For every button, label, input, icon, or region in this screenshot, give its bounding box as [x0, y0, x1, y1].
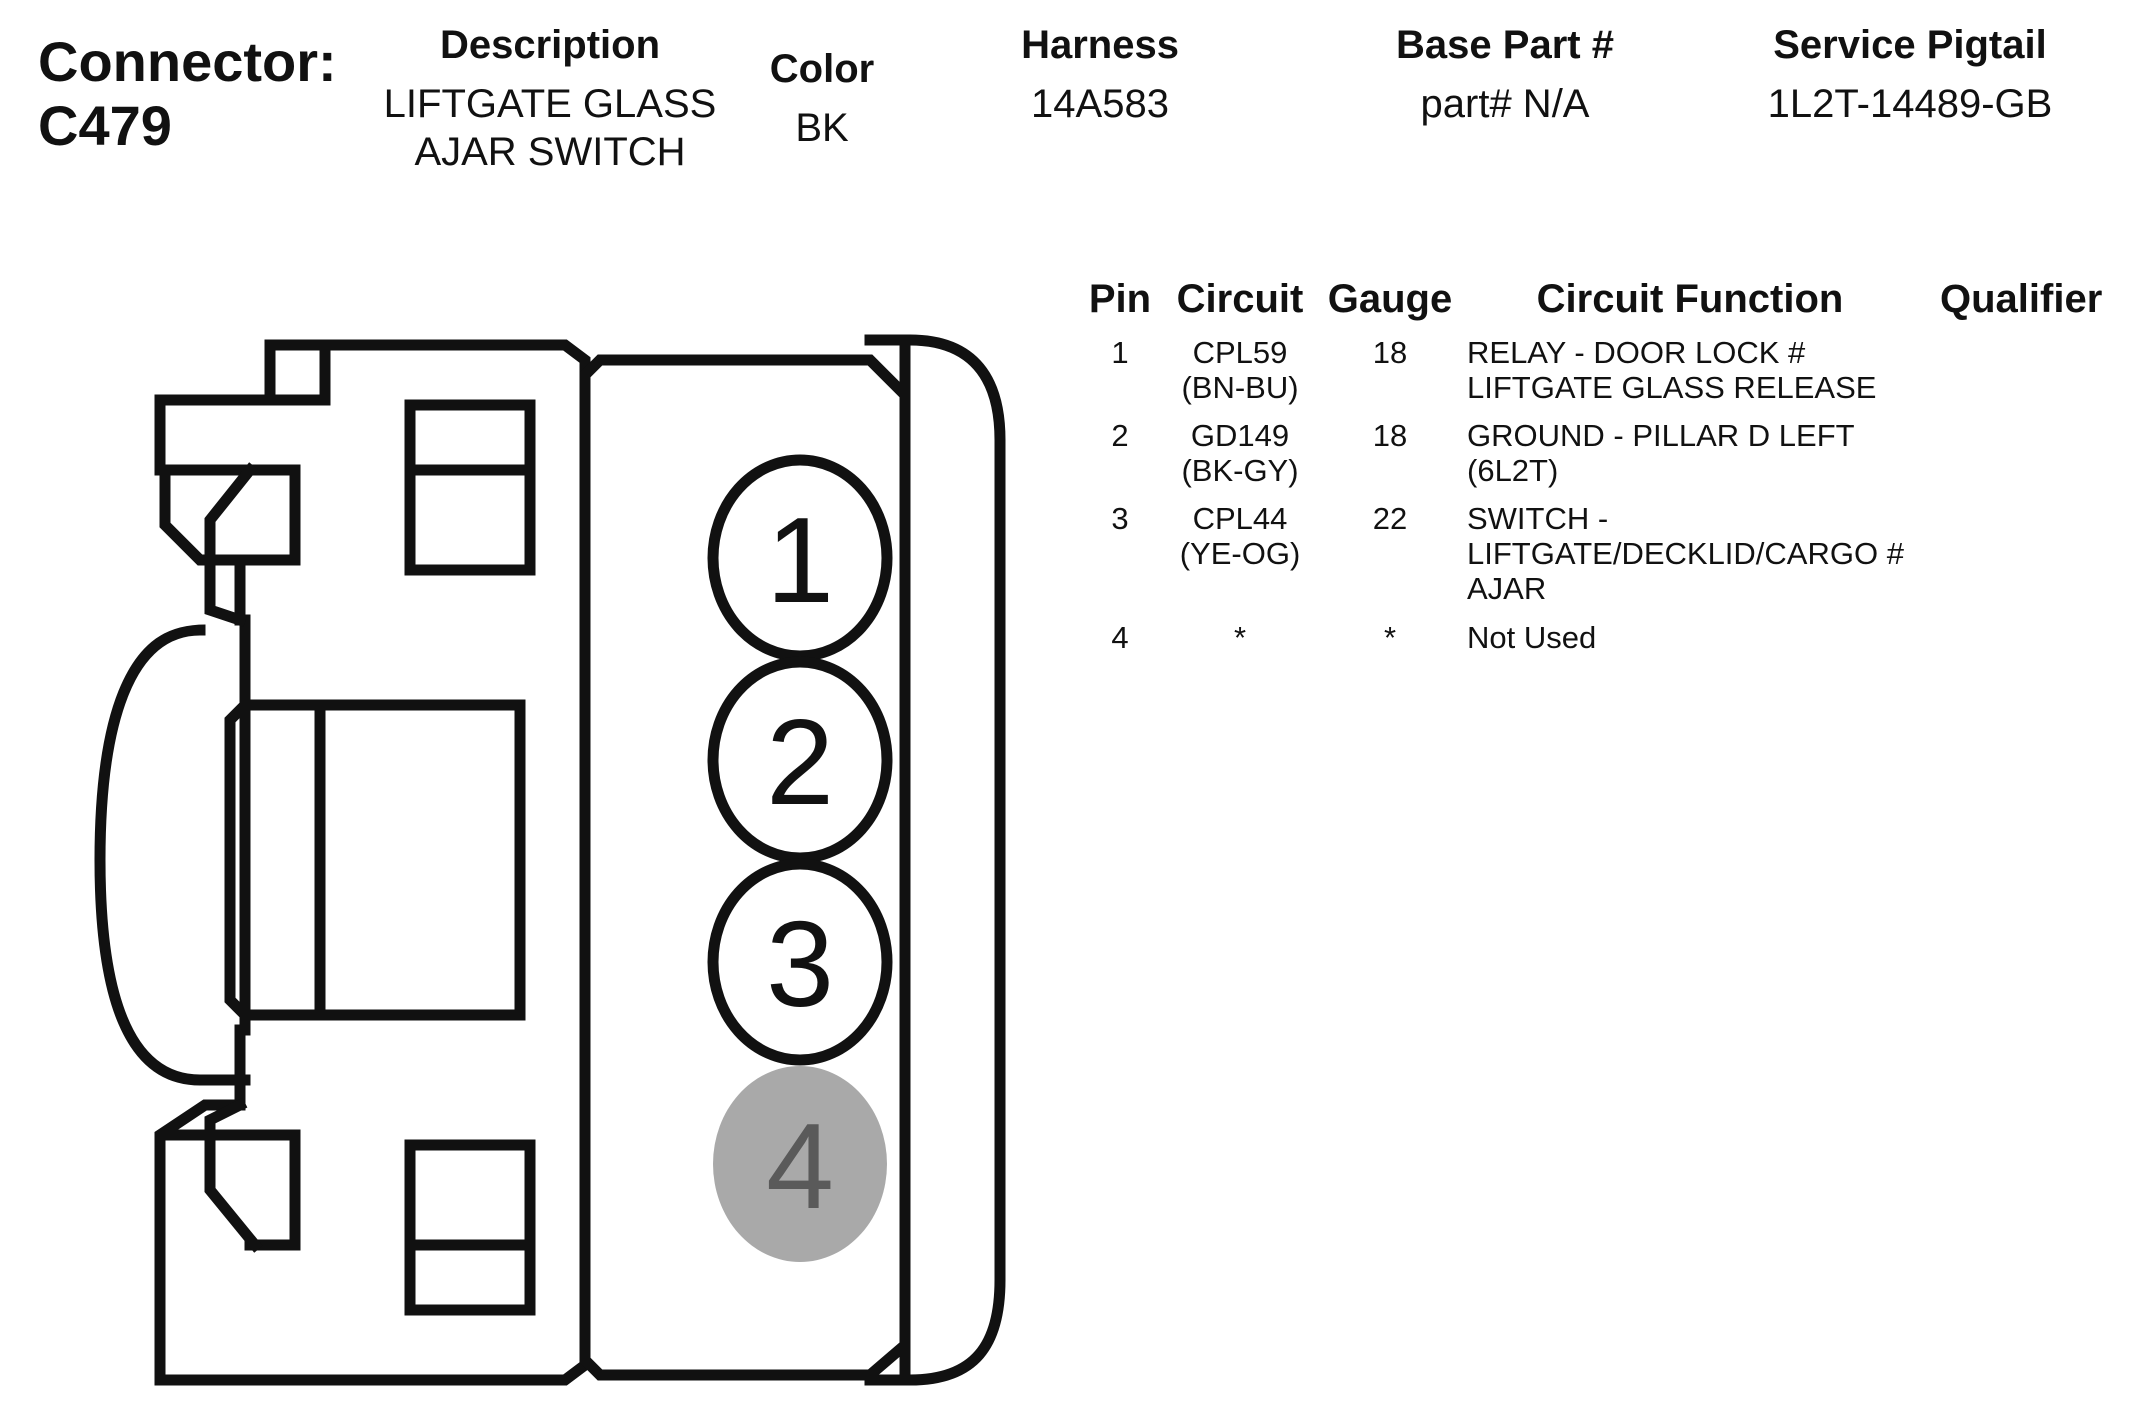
- top-notch: [264, 339, 331, 406]
- pin-cavity-label-1: 1: [766, 492, 834, 628]
- row-2-circuit: GD149 (BK-GY): [1181, 418, 1299, 488]
- row-3-pin: 3: [1111, 501, 1129, 536]
- row-1-circuit: CPL59 (BN-BU): [1181, 335, 1299, 405]
- row-2-gauge: 18: [1372, 418, 1408, 453]
- base-part-value: part# N/A: [1420, 82, 1590, 126]
- pin-cavity-circle-4: [713, 1066, 887, 1262]
- base-part-label: Base Part #: [1396, 23, 1614, 67]
- row-3-circuit-function: SWITCH - LIFTGATE/DECKLID/CARGO # AJAR: [1467, 501, 1904, 606]
- service-pigtail-label: Service Pigtail: [1773, 23, 2047, 67]
- lower-latch-ramp: [204, 1097, 263, 1253]
- connector-face-diagram: 1 2 3 4: [94, 334, 1006, 1386]
- col-header-gauge: Gauge: [1327, 277, 1453, 321]
- pin-cavity-circle-3: [707, 858, 893, 1066]
- row-3-gauge: 22: [1372, 501, 1408, 536]
- col-header-circuit-function: Circuit Function: [1536, 277, 1844, 321]
- pin-cavity-label-4: 4: [766, 1098, 834, 1234]
- row-1-circuit-function: RELAY - DOOR LOCK # LIFTGATE GLASS RELEA…: [1467, 335, 1877, 405]
- lower-slot: [404, 1139, 536, 1316]
- description-label: Description: [439, 23, 661, 67]
- center-block-bevel: [224, 697, 253, 1023]
- col-header-qualifier: Qualifier: [1940, 277, 2103, 321]
- description-value: LIFTGATE GLASS AJAR SWITCH: [383, 82, 717, 174]
- row-4-circuit: *: [1233, 620, 1247, 655]
- color-label: Color: [769, 47, 875, 91]
- pin-cavity-label-3: 3: [766, 896, 834, 1032]
- row-2-circuit-function: GROUND - PILLAR D LEFT (6L2T): [1467, 418, 1855, 488]
- upper-slot: [404, 399, 536, 576]
- upper-latch: [159, 464, 301, 566]
- right-cap: [864, 334, 1006, 1386]
- row-2-pin: 2: [1111, 418, 1129, 453]
- center-block: [239, 699, 526, 1021]
- row-1-gauge: 18: [1372, 335, 1408, 370]
- pin-cavity-label-2: 2: [766, 694, 834, 830]
- pin-cavity-circle-2: [707, 656, 893, 864]
- pin-cavity-3: 3: [707, 858, 893, 1066]
- pin-cavity-circle-1: [707, 454, 893, 662]
- harness-value: 14A583: [1031, 82, 1169, 126]
- col-header-pin: Pin: [1088, 277, 1152, 321]
- left-bulge: [94, 624, 251, 1086]
- row-4-pin: 4: [1111, 620, 1129, 655]
- upper-latch-ramp: [204, 462, 258, 627]
- pin-cavity-2: 2: [707, 656, 893, 864]
- col-header-circuit: Circuit: [1176, 277, 1304, 321]
- row-1-pin: 1: [1111, 335, 1129, 370]
- row-3-circuit: CPL44 (YE-OG): [1179, 501, 1301, 571]
- row-4-gauge: *: [1383, 620, 1397, 655]
- row-4-circuit-function: Not Used: [1467, 620, 1597, 655]
- harness-label: Harness: [1021, 23, 1179, 67]
- pin-cavity-1: 1: [707, 454, 893, 662]
- service-pigtail-value: 1L2T-14489-GB: [1767, 82, 2053, 126]
- color-value: BK: [795, 106, 849, 150]
- lower-latch: [159, 1129, 301, 1251]
- pin-cavity-4: 4: [713, 1066, 887, 1262]
- connector-title: Connector: C479: [38, 30, 337, 157]
